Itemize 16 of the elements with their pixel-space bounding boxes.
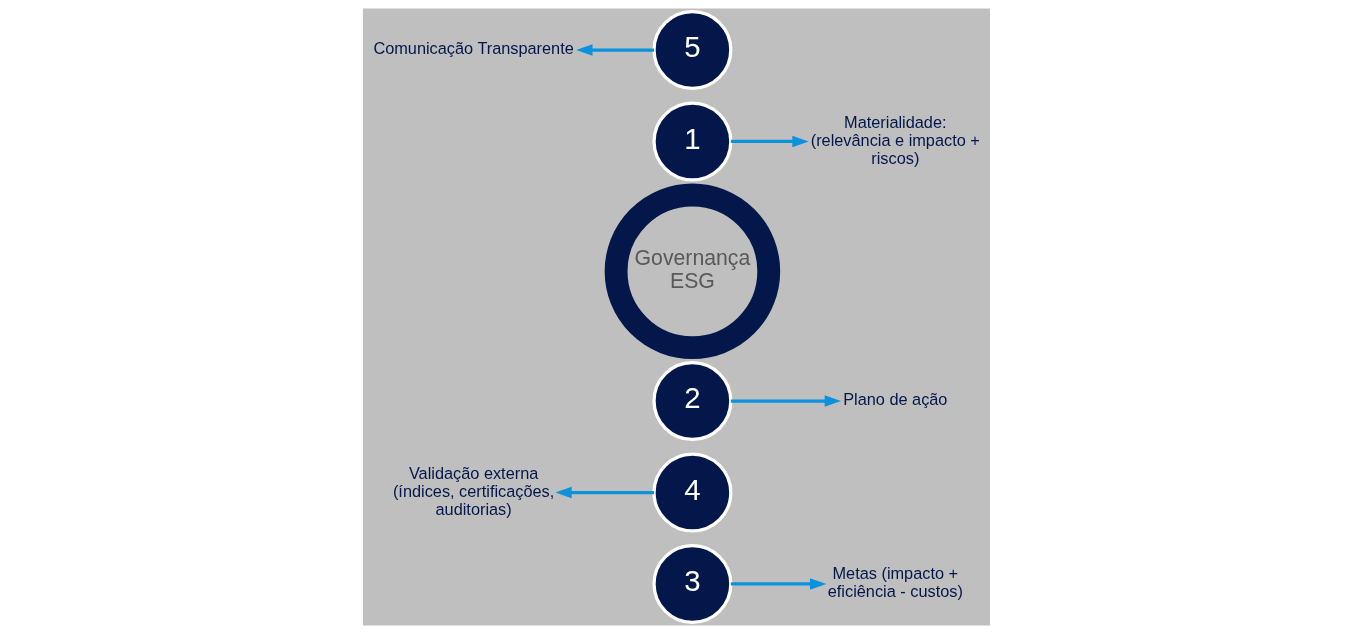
node-circle: Governança ESG — [604, 183, 781, 360]
arrow — [730, 578, 827, 590]
arrow — [730, 135, 809, 148]
node-text: Validação externa (índices, certificações, auditorias) — [392, 463, 555, 518]
node-circle: 4 — [652, 452, 733, 533]
arrow — [576, 44, 654, 56]
node-text: Metas (impacto + eficiência - custos) — [827, 564, 963, 601]
arrow — [555, 486, 654, 499]
arrow — [730, 395, 842, 407]
node-text: Plano de ação — [843, 390, 948, 409]
node-circle: 1 — [652, 101, 733, 182]
node-circle: 5 — [652, 10, 733, 91]
node-text: Comunicação Transparente — [373, 39, 574, 58]
node-circle: 2 — [652, 361, 733, 442]
node-text: Materialidade: (relevância e impacto + riscos) — [810, 112, 980, 167]
node-circle: 3 — [652, 543, 733, 624]
